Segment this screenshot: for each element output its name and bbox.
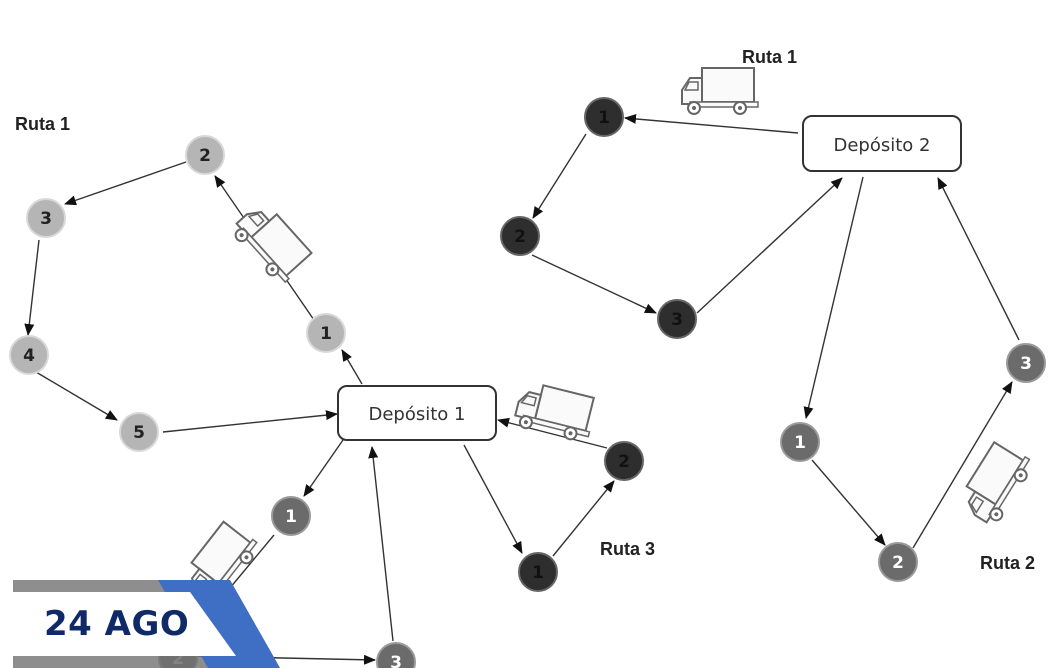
svg-text:4: 4	[23, 346, 35, 366]
svg-text:3: 3	[390, 653, 402, 668]
svg-text:2: 2	[892, 553, 904, 573]
edge-d1-to-r3n1	[463, 444, 523, 554]
stop-node: 3	[376, 642, 416, 668]
svg-text:1: 1	[794, 433, 806, 453]
route-d1r1-nodes: 1 2 3 4 5	[9, 135, 346, 452]
edge-r2n2-to-r2n3	[912, 381, 1013, 549]
edge-r2n3-to-d1	[368, 446, 394, 642]
depot-1-label: Depósito 1	[369, 404, 466, 425]
svg-text:1: 1	[285, 507, 297, 527]
route-d1r3-nodes: 1 2	[518, 441, 644, 592]
edge-d1-to-r1n1	[341, 349, 363, 385]
stop-node: 1	[306, 313, 346, 353]
edge-r1n5-to-d1	[162, 410, 338, 433]
route-label-d2r2: Ruta 2	[980, 553, 1035, 573]
svg-text:3: 3	[1020, 354, 1032, 374]
route-label-d1r3: Ruta 3	[600, 539, 655, 559]
svg-text:2: 2	[199, 146, 211, 166]
edge-r2n3-to-d2	[937, 177, 1020, 341]
date-label: 24 AGO	[44, 604, 190, 644]
route-d2r2-nodes: 1 2 3	[780, 343, 1046, 582]
stop-node: 3	[657, 299, 697, 339]
depot-2: Depósito 2	[802, 115, 962, 172]
edge-r3n1-to-r3n2	[552, 480, 615, 557]
edge-r1n3-to-d2	[696, 177, 843, 314]
edges	[24, 113, 1020, 665]
route-label-d1r1: Ruta 1	[15, 114, 70, 134]
svg-text:1: 1	[320, 324, 332, 344]
svg-text:3: 3	[40, 209, 52, 229]
edge-d1-to-r2n1	[303, 439, 344, 497]
route-label-d2r1: Ruta 1	[742, 47, 797, 67]
edge-r1n3-to-r1n4	[24, 239, 40, 336]
stop-node: 2	[604, 441, 644, 481]
truck-icon	[228, 198, 316, 288]
edge-r1n1-to-r1n2	[532, 133, 587, 219]
edge-r1n2-to-r1n3	[64, 161, 187, 206]
edge-r2n1-to-r2n2	[811, 459, 886, 546]
svg-text:2: 2	[618, 452, 630, 472]
depot-1: Depósito 1	[337, 385, 497, 441]
stop-node: 5	[119, 412, 159, 452]
truck-icon	[955, 437, 1037, 529]
depot-2-label: Depósito 2	[834, 135, 931, 156]
date-badge	[13, 580, 280, 668]
truck-icon	[681, 67, 759, 115]
stop-node: 2	[185, 135, 225, 175]
edge-r1n4-to-r1n5	[35, 371, 118, 421]
edge-d2-to-r2n1	[803, 176, 864, 419]
edge-r3n2-to-d1	[497, 417, 608, 449]
svg-text:3: 3	[671, 310, 683, 330]
svg-text:1: 1	[598, 108, 610, 128]
svg-text:1: 1	[532, 563, 544, 583]
stop-node: 1	[780, 422, 820, 462]
stop-node: 2	[500, 216, 540, 256]
stop-node: 3	[1006, 343, 1046, 383]
stop-node: 1	[518, 552, 558, 592]
edge-d2-to-r1n1	[624, 113, 799, 134]
stop-node: 1	[271, 496, 311, 536]
stop-node: 1	[584, 97, 624, 137]
svg-text:5: 5	[133, 423, 145, 443]
svg-text:2: 2	[514, 227, 526, 247]
stop-node: 2	[878, 542, 918, 582]
stop-node: 4	[9, 335, 49, 375]
stop-node: 3	[26, 198, 66, 238]
edge-r1n2-to-r1n3	[531, 254, 657, 314]
route-d2r1-nodes: 1 2 3	[500, 97, 697, 339]
